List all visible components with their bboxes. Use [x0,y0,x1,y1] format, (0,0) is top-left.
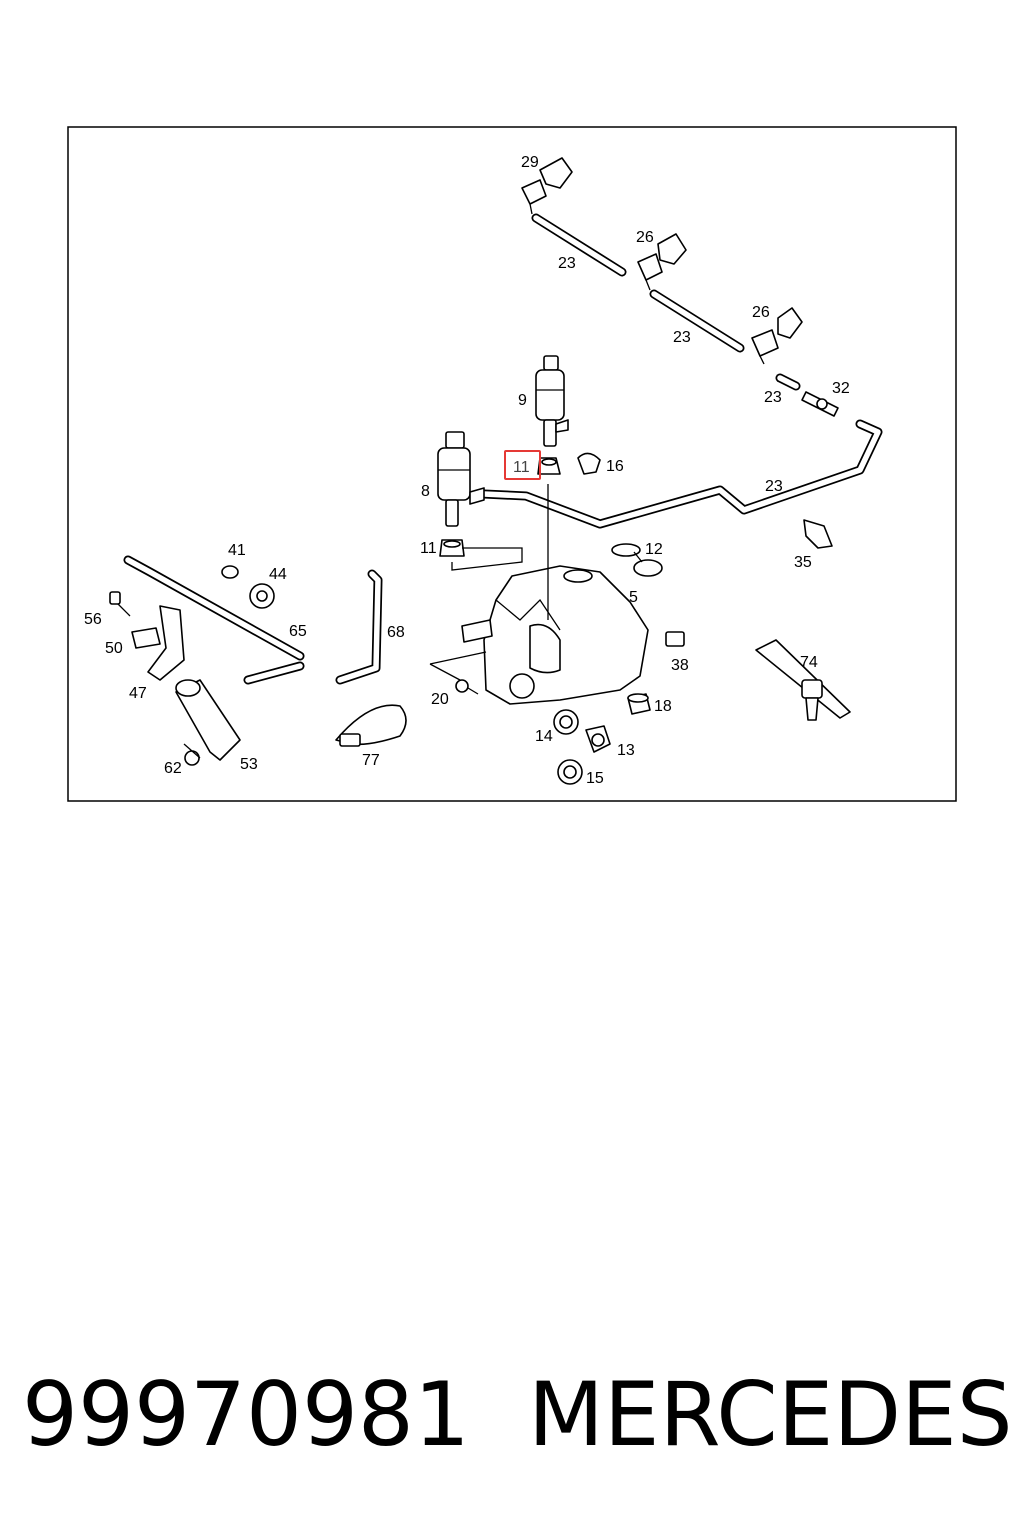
hose-65 [123,555,305,685]
highlight-box [504,450,541,480]
callout-44: 44 [269,566,287,583]
nozzle-26-lower [751,307,803,365]
leader-11-reservoir [451,547,523,571]
callout-16: 16 [606,458,624,475]
plug-16 [577,452,601,475]
callout-11-highlighted: 11 [513,459,530,476]
bracket-47 [147,605,185,681]
callout-9: 9 [518,392,527,409]
sensor-56 [109,591,131,617]
cap-12 [611,543,663,577]
footer-caption: 99970981 MERCEDES [0,1360,1024,1470]
callout-23-d: 23 [765,478,783,495]
callout-68: 68 [387,624,405,641]
reservoir-5 [461,484,649,705]
callout-32: 32 [832,380,850,397]
callout-20: 20 [431,691,449,708]
clip-38 [665,631,685,647]
grommet-14 [553,709,579,735]
hose-upper [531,213,801,391]
callout-74: 74 [800,654,818,671]
pump-8 [437,431,485,527]
diagram-frame [67,126,957,802]
grommet-15 [557,759,583,785]
callout-47: 47 [129,685,147,702]
callout-56: 56 [84,611,102,628]
callout-13: 13 [617,742,635,759]
hose-main [479,419,883,529]
strap-77 [335,704,407,747]
callout-15: 15 [586,770,604,787]
sensor-13 [585,725,611,753]
clamp-41 [221,565,239,579]
callout-77: 77 [362,752,380,769]
callout-35: 35 [794,554,812,571]
callout-23-b: 23 [673,329,691,346]
hose-68 [335,569,383,685]
parts-diagram: 29 26 26 23 23 23 23 32 9 8 11 16 11 12 … [67,126,957,802]
callout-12: 12 [645,541,663,558]
callout-41: 41 [228,542,246,559]
callout-65: 65 [289,623,307,640]
callout-23-c: 23 [764,389,782,406]
grommet-18 [627,693,651,715]
nozzle-29 [521,157,573,215]
connector-32 [801,391,839,417]
bolt-62 [183,743,201,766]
clip-35 [803,519,833,549]
bolt-20 [429,651,487,695]
callout-14: 14 [535,728,553,745]
callout-50: 50 [105,640,123,657]
fastener-74 [755,639,851,721]
grommet-11-lower [439,539,465,557]
bracket-50 [131,627,161,649]
callout-8: 8 [421,483,430,500]
callout-5: 5 [629,589,638,606]
part-number: 99970981 [22,1363,470,1466]
callout-26-lower: 26 [752,304,770,321]
pump-9 [535,355,569,447]
callout-53: 53 [240,756,258,773]
callout-26-upper: 26 [636,229,654,246]
callout-38: 38 [671,657,689,674]
pump-53 [175,679,241,761]
callout-23-a: 23 [558,255,576,272]
nozzle-26-upper [637,233,687,291]
brand-name: MERCEDES [528,1363,1013,1466]
callout-29: 29 [521,154,539,171]
callout-18: 18 [654,698,672,715]
grommet-11-upper [537,457,561,475]
callout-11: 11 [420,540,437,557]
grommet-44 [249,583,275,609]
callout-62: 62 [164,760,182,777]
